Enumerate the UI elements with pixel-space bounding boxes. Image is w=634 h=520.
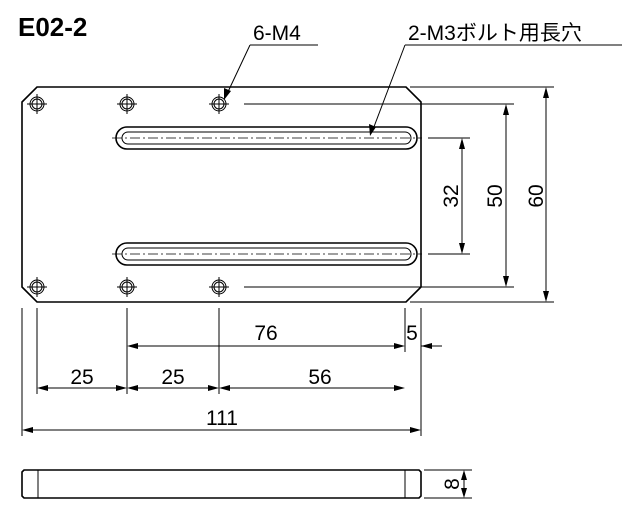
tapped-hole xyxy=(117,94,137,114)
dim-slot-span: 76 xyxy=(254,322,277,345)
tapped-hole xyxy=(209,277,229,297)
dimension-bottom: 76 5 25 25 56 111 xyxy=(21,308,442,436)
tapped-hole xyxy=(27,277,47,297)
dim-slot-spacing: 32 xyxy=(440,184,463,207)
slot xyxy=(112,242,422,266)
dim-total-height: 60 xyxy=(525,184,548,207)
dim-pitch-left: 25 xyxy=(70,366,93,389)
slot xyxy=(112,126,422,150)
dim-pitch-right: 56 xyxy=(308,366,331,389)
part-number: E02-2 xyxy=(18,12,87,42)
dim-total-width: 111 xyxy=(206,407,238,430)
slots-label: 2-M3ボルト用長穴 xyxy=(408,22,582,45)
tapped-holes-label: 6-M4 xyxy=(253,22,301,45)
plate-outline xyxy=(21,86,422,303)
tapped-hole xyxy=(27,94,47,114)
tapped-hole xyxy=(117,277,137,297)
callout-slots: 2-M3ボルト用長穴 xyxy=(369,22,622,136)
plate-top-view xyxy=(21,86,422,303)
callout-tapped-holes: 6-M4 xyxy=(224,22,318,100)
dim-slot-end-offset: 5 xyxy=(406,322,418,345)
dim-pitch-middle: 25 xyxy=(161,366,184,389)
tapped-hole xyxy=(209,94,229,114)
dim-hole-spacing: 50 xyxy=(484,184,507,207)
dimension-right: 32 50 60 xyxy=(410,86,554,303)
plate-side-view: 8 xyxy=(21,469,472,499)
dim-thickness: 8 xyxy=(441,478,464,490)
